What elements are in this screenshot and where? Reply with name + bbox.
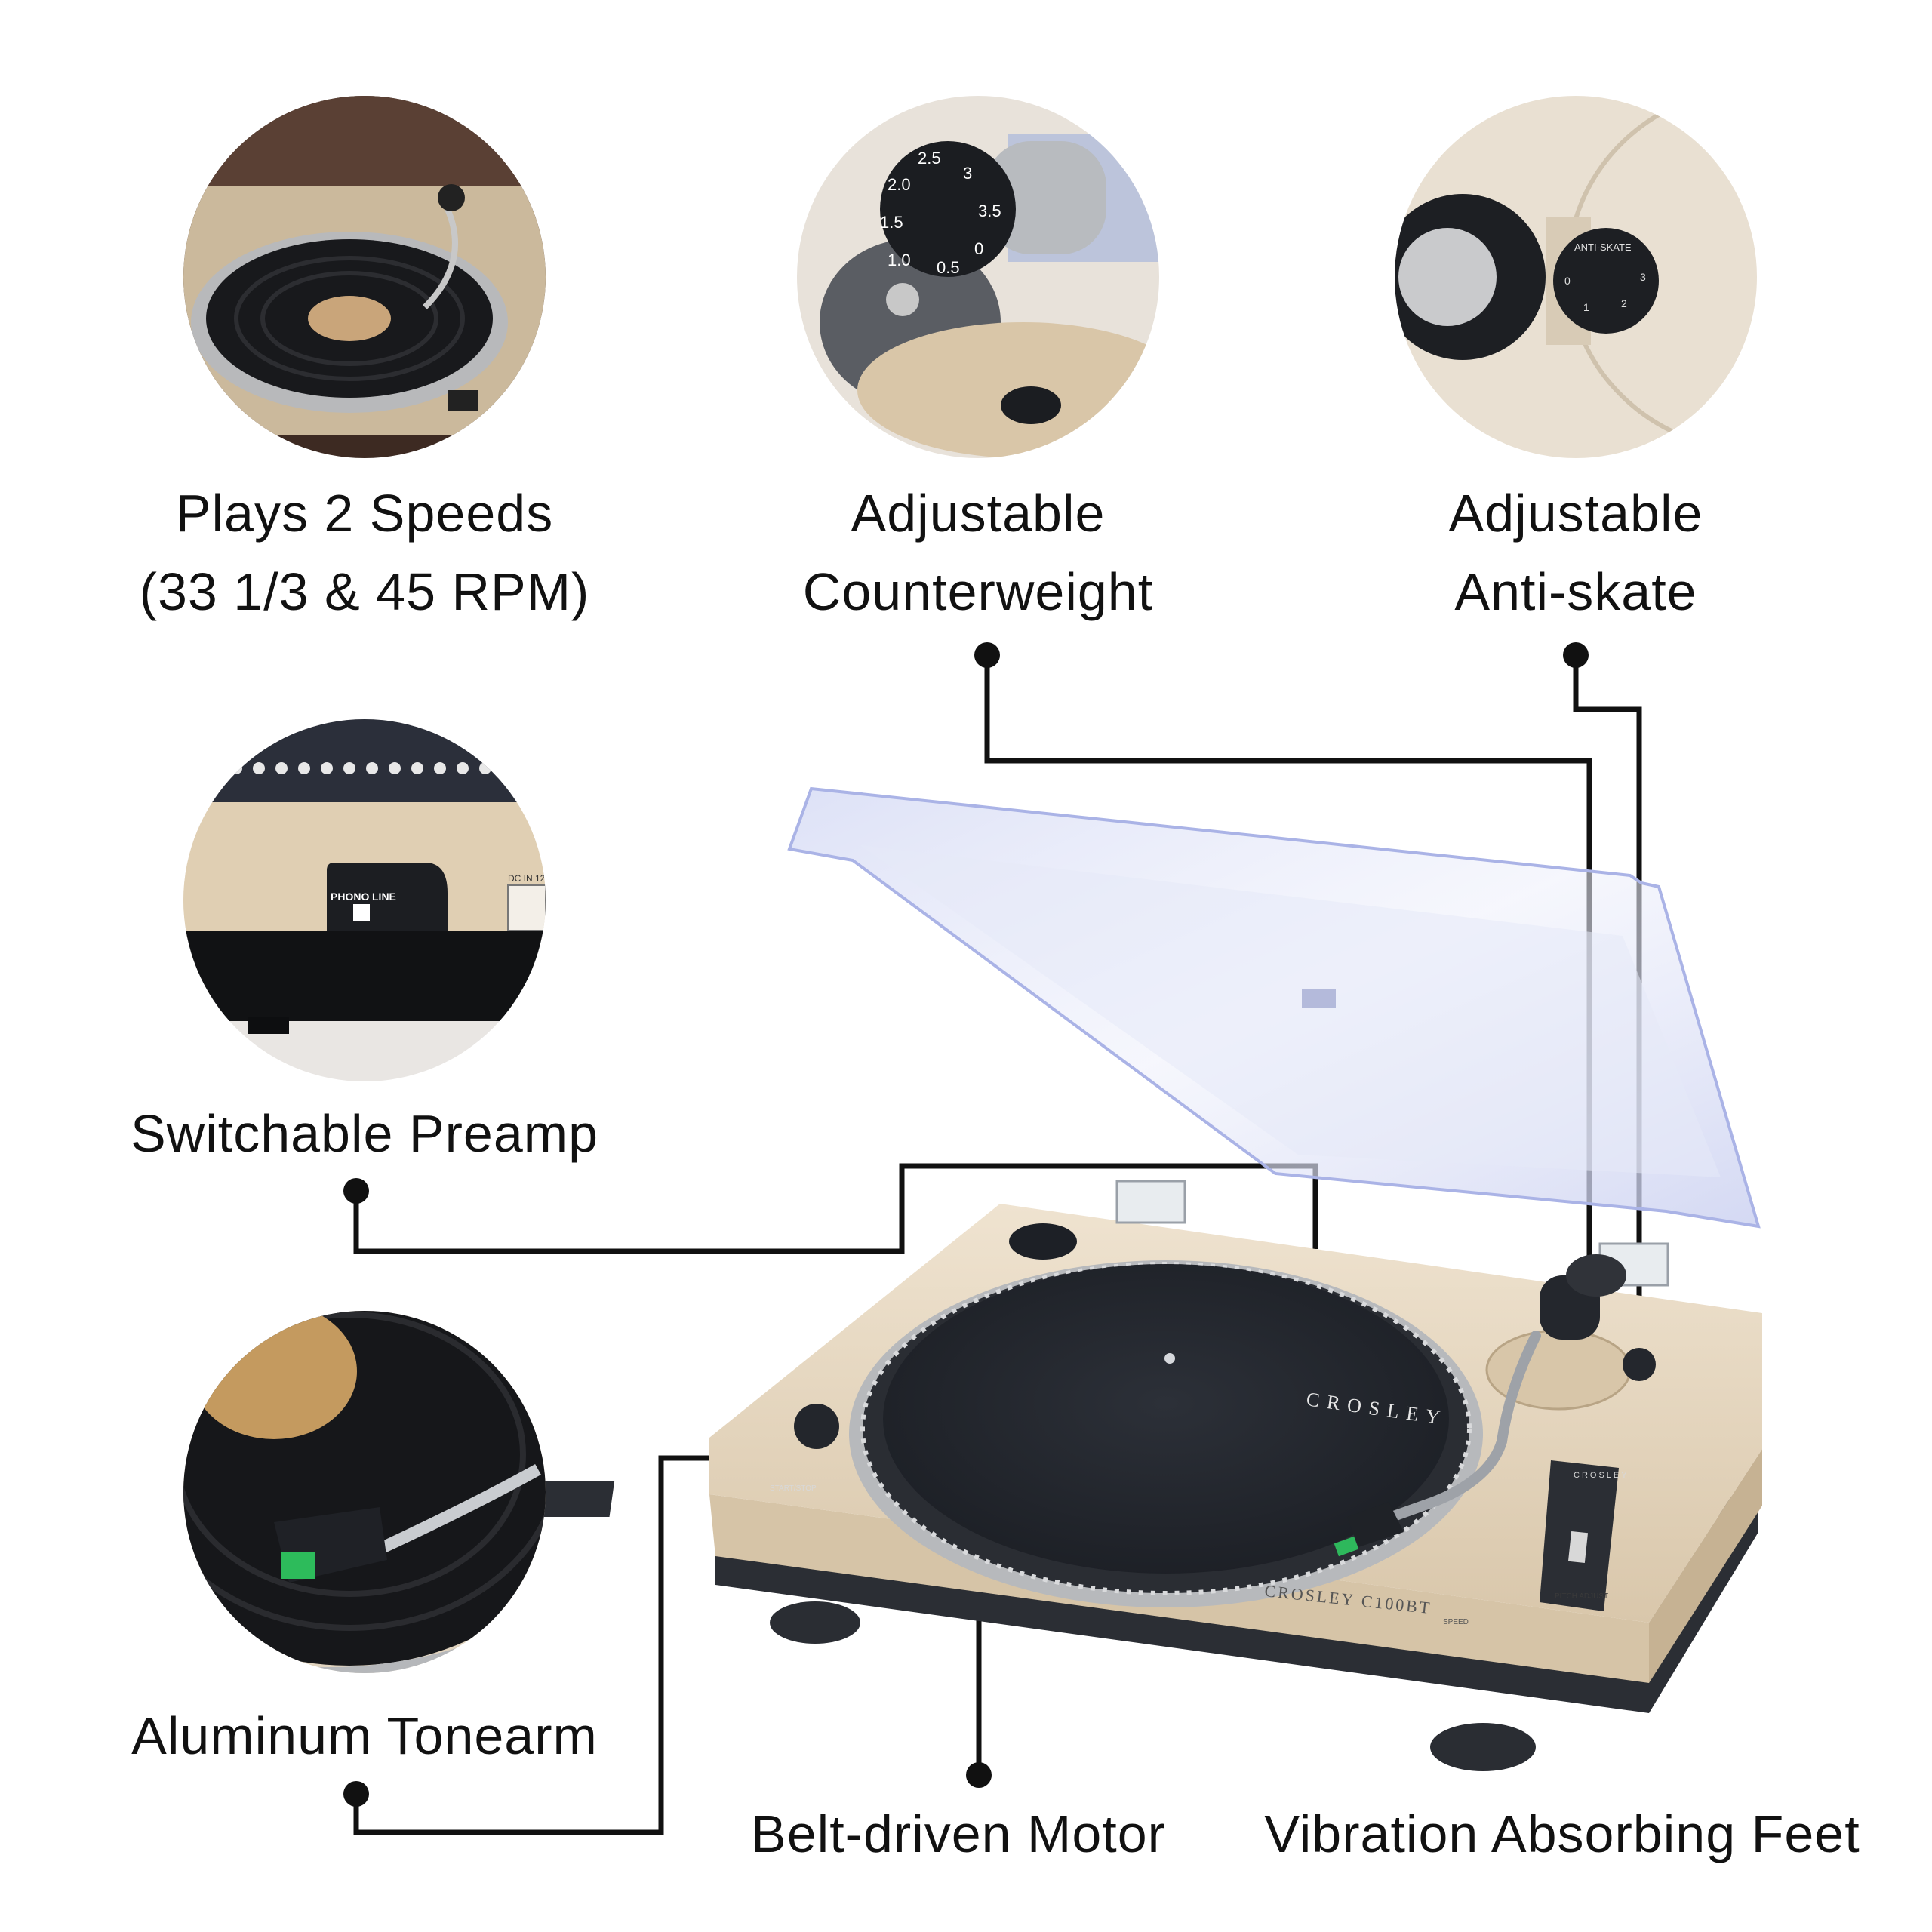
speeds-line1: Plays 2 Speeds [175, 484, 554, 543]
dot-motor [966, 1762, 992, 1788]
antiskate-mark-2: 2 [1621, 297, 1627, 309]
foot-front-right [1430, 1723, 1536, 1771]
photo-turntable-overview [183, 96, 546, 458]
dial-mark-4: 0 [974, 239, 983, 258]
start-stop-button [530, 1481, 615, 1517]
speed-label: SPEED [1443, 1618, 1469, 1626]
photo-counterweight: 2.5 3 3.5 0 0.5 1.0 1.5 2.0 [797, 96, 1159, 458]
speeds-line2: (33 1/3 & 45 RPM) [139, 562, 590, 621]
antiskate-mark-0: 0 [1564, 275, 1571, 287]
feature-label-speeds: Plays 2 Speeds (33 1/3 & 45 RPM) [138, 474, 591, 631]
dial-mark-6: 1.0 [888, 251, 911, 269]
counterweight-line1: Adjustable [851, 484, 1106, 543]
tonearm-tube [1376, 1331, 1541, 1526]
feature-label-antiskate: Adjustable Anti-skate [1349, 474, 1802, 631]
photo-preamp: PHONO LINE DC IN 12V [183, 719, 546, 1081]
antiskate-mark-3: 3 [1640, 271, 1646, 283]
antiskate-knob-label: ANTI-SKATE [1574, 242, 1632, 253]
hinge-left [1115, 1180, 1186, 1224]
pitch-slider [1567, 1531, 1589, 1564]
connector-preamp [353, 1163, 1318, 1254]
photo-antiskate: ANTI-SKATE 0 1 2 3 [1395, 96, 1757, 458]
counterweight-dial [1566, 1254, 1626, 1297]
platter-mat [883, 1264, 1449, 1574]
start-stop-label: START/STOP [770, 1484, 817, 1493]
dial-mark-1: 2.5 [918, 149, 941, 168]
counterweight-line2: Counterweight [802, 562, 1154, 621]
antiskate-line1: Adjustable [1448, 484, 1703, 543]
motor-line1: Belt-driven Motor [751, 1804, 1166, 1863]
dot-antiskate [1563, 642, 1589, 668]
antiskate-knob [1623, 1348, 1656, 1381]
dot-counterweight [974, 642, 1000, 668]
feature-label-preamp: Switchable Preamp [100, 1094, 629, 1173]
plinth-side [1649, 1449, 1762, 1683]
dot-tonearm [343, 1781, 369, 1807]
dial-mark-5: 0.5 [937, 258, 960, 277]
line-label: LINE [372, 891, 396, 903]
dc-in-label: DC IN 12V [508, 873, 546, 884]
dust-cover-inner [860, 845, 1721, 1177]
spindle [1164, 1353, 1175, 1364]
antiskate-mark-1: 1 [1583, 301, 1589, 313]
feature-label-tonearm: Aluminum Tonearm [100, 1697, 629, 1775]
speed-knob [794, 1404, 839, 1449]
foot-front-left [770, 1601, 860, 1644]
feature-label-counterweight: Adjustable Counterweight [752, 474, 1204, 631]
feet-line1: Vibration Absorbing Feet [1264, 1804, 1860, 1863]
pitch-brand: CROSLEY [1574, 1471, 1629, 1480]
adapter-well [1009, 1223, 1077, 1260]
lid-label [1302, 989, 1336, 1008]
dial-mark-3: 3.5 [978, 202, 1001, 220]
dial-mark-8: 2.0 [888, 175, 911, 194]
photo-tonearm [183, 1311, 546, 1673]
headshell [1347, 1502, 1404, 1547]
cartridge [1334, 1536, 1359, 1557]
tonearm-line1: Aluminum Tonearm [131, 1706, 598, 1765]
dial-mark-7: 1.5 [880, 213, 903, 232]
dial-mark-2: 3 [963, 164, 972, 183]
pitch-adjust-label: PITCH ADJUST [1555, 1592, 1608, 1601]
feature-label-motor: Belt-driven Motor [732, 1795, 1185, 1873]
phono-label: PHONO [331, 891, 369, 903]
antiskate-line2: Anti-skate [1454, 562, 1697, 621]
preamp-line1: Switchable Preamp [130, 1104, 599, 1163]
dot-preamp [343, 1178, 369, 1204]
feature-label-feet: Vibration Absorbing Feet [1223, 1795, 1902, 1873]
